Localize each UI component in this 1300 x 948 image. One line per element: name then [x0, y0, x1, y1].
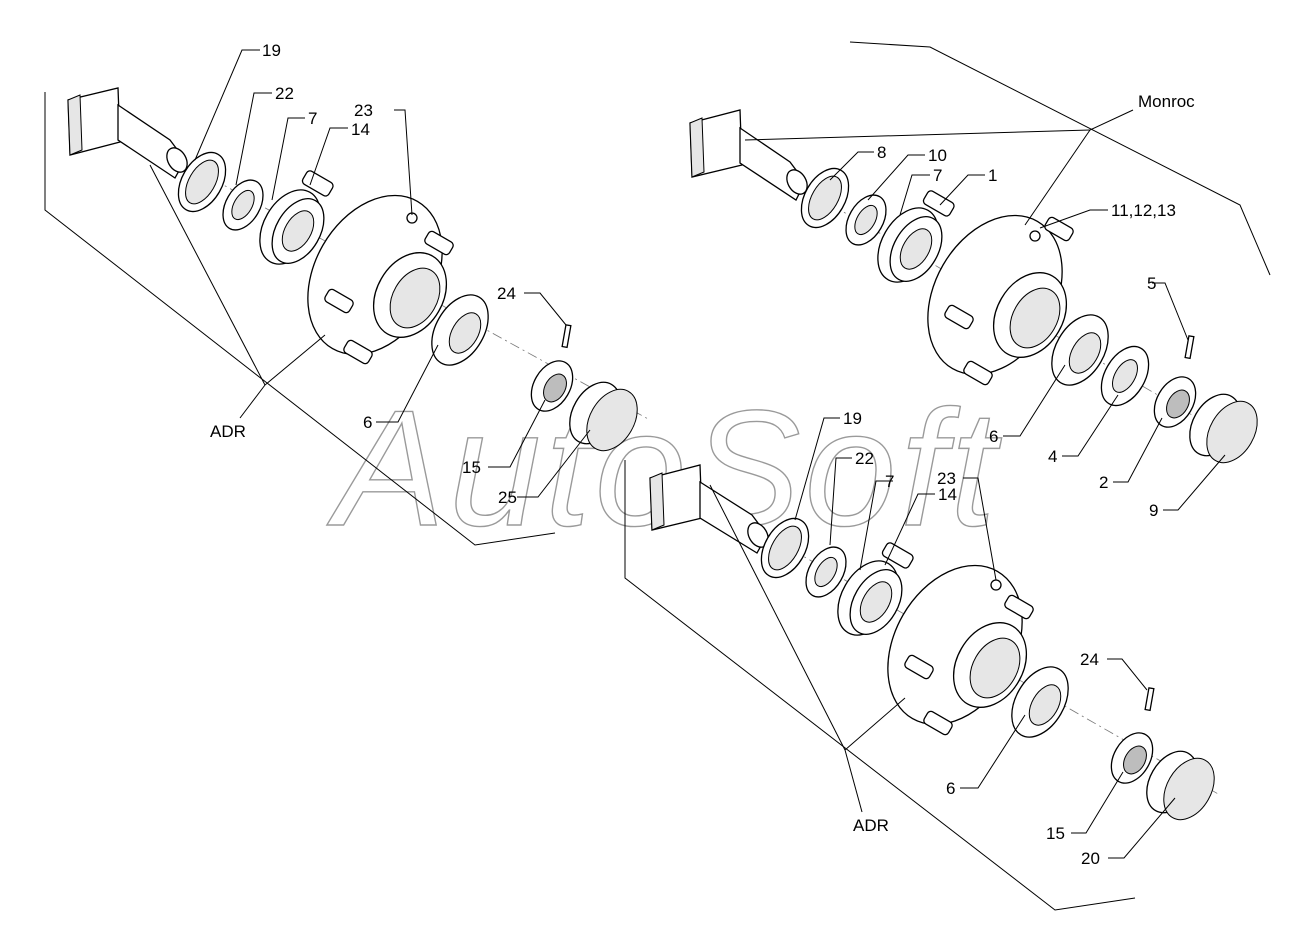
callout-10: 10	[928, 146, 947, 165]
callout-19: 19	[262, 41, 281, 60]
washer-part	[805, 546, 847, 598]
castle-nut-part	[1110, 732, 1154, 784]
callout-6: 6	[989, 427, 998, 446]
bearing-part	[259, 189, 325, 265]
callout-24: 24	[497, 284, 516, 303]
callout-6: 6	[363, 413, 372, 432]
bearing-part	[1011, 666, 1069, 738]
callout-14: 14	[938, 485, 957, 504]
callout-15: 15	[462, 458, 481, 477]
callout-6: 6	[946, 779, 955, 798]
callout-1: 1	[988, 166, 997, 185]
callout-22: 22	[855, 449, 874, 468]
callout-7: 7	[308, 109, 317, 128]
callout-14: 14	[351, 120, 370, 139]
seal-ring-part	[177, 151, 227, 213]
callout-7: 7	[933, 166, 942, 185]
washer-part	[222, 179, 264, 231]
callout-15: 15	[1046, 824, 1065, 843]
bearing-part	[431, 294, 489, 366]
assembly-top-left	[67, 87, 651, 452]
hub-cap-part	[569, 381, 638, 452]
callout-9: 9	[1149, 501, 1158, 520]
hub-part	[301, 170, 454, 365]
cotter-pin-part	[561, 324, 572, 349]
callout-22: 22	[275, 84, 294, 103]
spindle-part	[67, 87, 188, 179]
bearing-part	[1051, 314, 1109, 386]
callout-11-12-13: 11,12,13	[1111, 201, 1176, 220]
assembly-bottom	[649, 464, 1221, 821]
bearing-part	[877, 207, 943, 283]
callout-2: 2	[1099, 473, 1108, 492]
frame-lines	[44, 41, 1271, 911]
cotter-pin-part	[1184, 335, 1195, 360]
thrust-washer-part	[1100, 345, 1150, 407]
callout-4: 4	[1048, 447, 1057, 466]
seal-ring-part	[800, 167, 850, 229]
castle-nut-part	[530, 360, 574, 412]
group-label-adr: ADR	[853, 816, 889, 835]
spindle-part	[649, 464, 769, 554]
bearing-part	[837, 560, 903, 636]
callout-25: 25	[498, 488, 517, 507]
hub-cap-part	[1189, 393, 1258, 464]
seal-ring-part	[760, 517, 810, 579]
hub-cap-part	[1146, 750, 1215, 821]
leader-lines	[149, 49, 1226, 859]
watermark: AutoSoft	[326, 376, 1002, 560]
callout-7: 7	[885, 472, 894, 491]
callout-23: 23	[354, 101, 373, 120]
castle-nut-part	[1153, 376, 1197, 428]
callout-8: 8	[877, 143, 886, 162]
hub-part	[881, 542, 1034, 736]
callout-23: 23	[937, 469, 956, 488]
callout-19: 19	[843, 409, 862, 428]
cotter-pin-part	[1144, 687, 1155, 712]
group-label-monroc: Monroc	[1138, 92, 1195, 111]
group-label-adr: ADR	[210, 422, 246, 441]
spindle-part	[689, 109, 808, 201]
callout-5: 5	[1147, 274, 1156, 293]
callout-20: 20	[1081, 849, 1100, 868]
callout-24: 24	[1080, 650, 1099, 669]
washer-part	[845, 194, 887, 246]
